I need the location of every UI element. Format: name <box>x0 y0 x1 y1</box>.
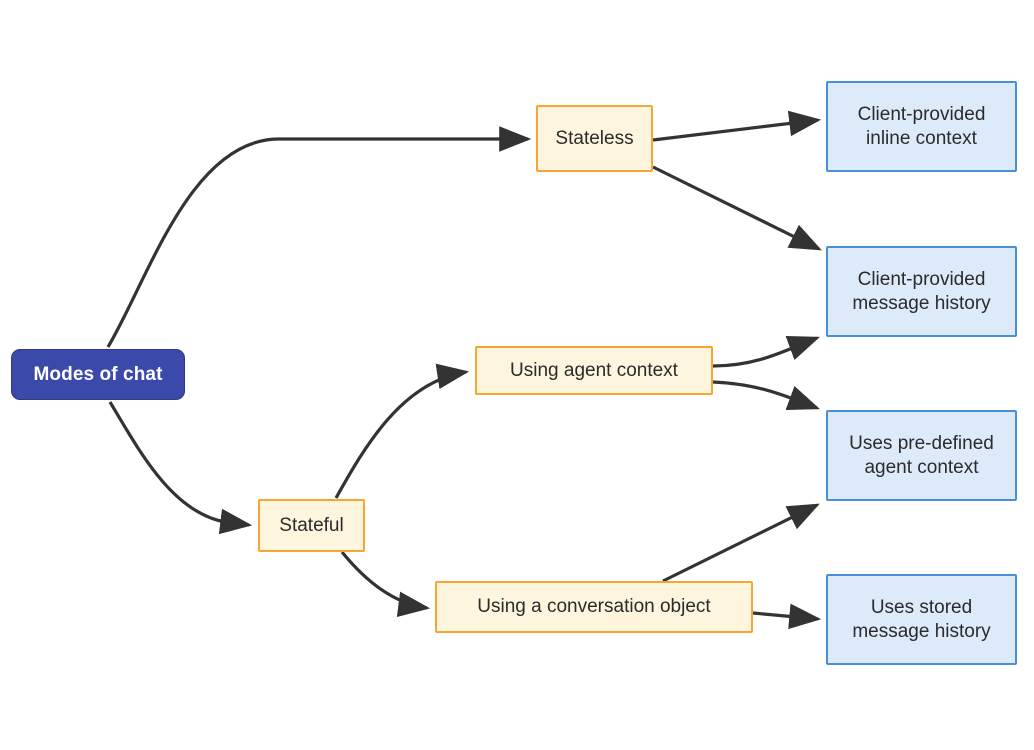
node-label: Uses pre-defined agent context <box>849 433 994 478</box>
node-label: Client-provided message history <box>852 269 991 314</box>
node-using-agent-context[interactable]: Using agent context <box>475 346 713 395</box>
node-client-provided-message-history[interactable]: Client-provided message history <box>826 246 1017 337</box>
edge-agent-context-to-pre-defined-context <box>712 380 821 410</box>
edge-conversation-object-to-pre-defined-context <box>662 503 820 583</box>
edge-stateful-to-conversation-object <box>340 550 431 617</box>
edge-stateless-to-inline-context <box>652 110 822 142</box>
node-stateless[interactable]: Stateless <box>536 105 653 172</box>
node-modes-of-chat[interactable]: Modes of chat <box>11 349 185 400</box>
node-client-provided-inline-context[interactable]: Client-provided inline context <box>826 81 1017 172</box>
edge-stateful-to-using-agent-context <box>334 363 470 499</box>
edge-conversation-object-to-stored-history <box>752 603 822 630</box>
node-using-a-conversation-object[interactable]: Using a conversation object <box>435 581 753 633</box>
edge-modes-to-stateful <box>108 401 253 535</box>
node-label: Modes of chat <box>33 363 163 385</box>
node-label: Using a conversation object <box>477 596 711 618</box>
node-uses-pre-defined-agent-context[interactable]: Uses pre-defined agent context <box>826 410 1017 501</box>
node-label: Stateful <box>279 514 344 536</box>
edge-agent-context-to-message-history <box>712 336 821 368</box>
edge-stateless-to-message-history <box>652 165 822 251</box>
edge-modes-to-stateless <box>106 126 532 348</box>
node-label: Client-provided inline context <box>857 104 986 149</box>
node-stateful[interactable]: Stateful <box>258 499 365 552</box>
node-uses-stored-message-history[interactable]: Uses stored message history <box>826 574 1017 665</box>
node-label: Uses stored message history <box>852 597 991 642</box>
node-label: Stateless <box>555 127 634 149</box>
node-label: Using agent context <box>510 359 678 381</box>
